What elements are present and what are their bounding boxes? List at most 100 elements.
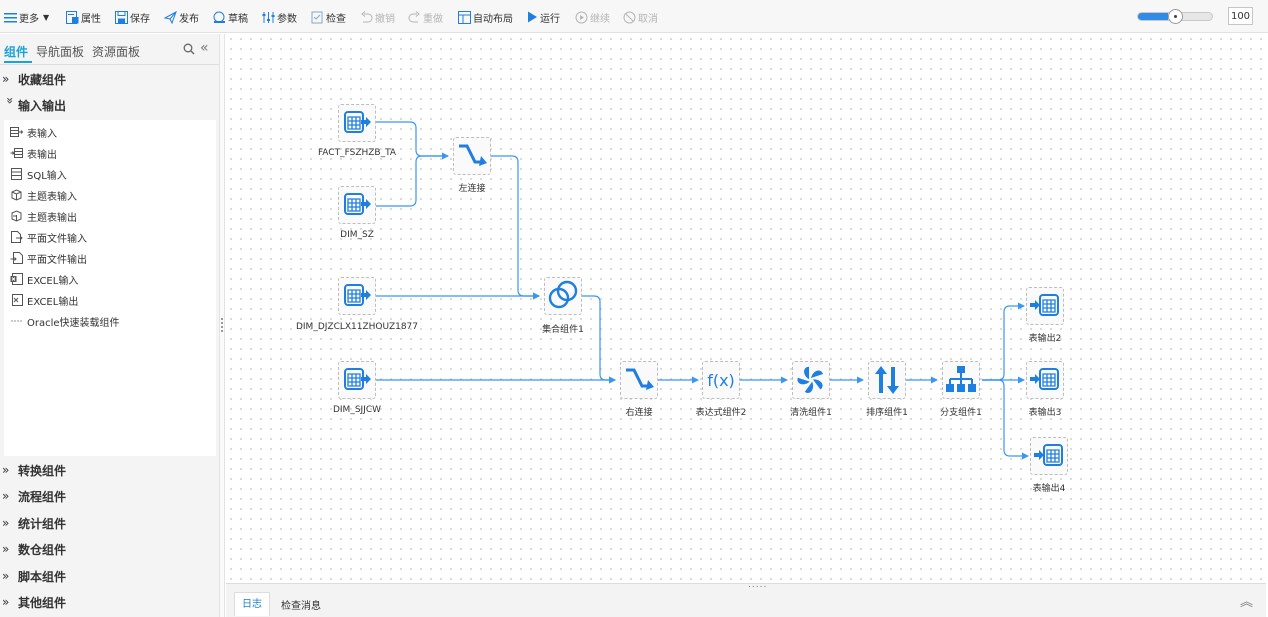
group-transform[interactable]: » 转换组件: [0, 457, 219, 483]
redo-button[interactable]: 重做: [408, 9, 443, 25]
node-branch[interactable]: [942, 361, 980, 399]
node-sort[interactable]: [868, 361, 906, 399]
splitter-grip: [221, 318, 223, 320]
list-item-label: 表输入: [27, 128, 57, 140]
node-label-clean: 清洗组件1: [790, 408, 832, 418]
file-output-icon: [10, 252, 23, 264]
node-fact-fszhzb[interactable]: [338, 104, 376, 142]
oracle-icon: [11, 320, 22, 322]
list-item-oracle-fast-load[interactable]: Oracle快速装载组件: [10, 312, 120, 330]
node-label-expression: 表达式组件2: [695, 408, 747, 418]
cube-output-icon: [11, 210, 22, 222]
toolbar: 更多 ▼ 属性 保存 发布 草稿 参数 检查 撤销 重做 自动布局 运行: [0, 0, 1268, 33]
zoom-slider-fill: [1138, 13, 1169, 20]
excel-output-icon: [12, 294, 23, 306]
list-item-table-output[interactable]: 表输出: [10, 144, 57, 162]
group-label: 收藏组件: [18, 72, 67, 87]
sort-arrows-icon: [875, 366, 899, 394]
node-dim-sz[interactable]: [338, 186, 376, 224]
node-table-output-2[interactable]: [1026, 287, 1064, 325]
node-label-set-component: 集合组件1: [542, 325, 584, 335]
panel-splitter[interactable]: [219, 34, 225, 617]
edge-leftjoin-to-set: [484, 155, 540, 300]
splitter-grip: [221, 330, 223, 332]
node-expression[interactable]: f(x): [702, 361, 740, 399]
node-right-join[interactable]: [620, 361, 658, 399]
edge-dimsz-to-leftjoin: [376, 155, 448, 207]
group-script[interactable]: » 脚本组件: [0, 563, 219, 589]
chevron-right-icon: »: [2, 489, 10, 503]
tab-resources[interactable]: 资源面板: [92, 45, 141, 59]
table-input-icon: [344, 284, 371, 306]
zoom-slider-handle[interactable]: [1168, 9, 1183, 24]
undo-button[interactable]: 撤销: [360, 9, 395, 25]
collapse-panel-icon[interactable]: «: [200, 40, 209, 56]
group-other[interactable]: » 其他组件: [0, 589, 219, 615]
more-menu-button[interactable]: 更多 ▼: [4, 9, 49, 25]
list-item-topic-table-input[interactable]: 主题表输入: [10, 186, 77, 204]
flow-canvas[interactable]: FACT_FSZHZB_TA DIM_SZ DIM_DJZCLX11ZHOUZ1…: [226, 34, 1266, 583]
save-button[interactable]: 保存: [115, 9, 150, 25]
group-stats[interactable]: » 统计组件: [0, 510, 219, 536]
io-component-list: 表输入 表输出 SQL输入 主题表输入 主题表输出 平面文件输入 平面文件输出: [4, 120, 216, 456]
group-flow[interactable]: » 流程组件: [0, 483, 219, 509]
group-warehouse[interactable]: » 数仓组件: [0, 536, 219, 562]
hierarchy-icon: [946, 366, 976, 392]
zoom-input[interactable]: 100: [1228, 7, 1253, 25]
list-item-topic-table-output[interactable]: 主题表输出: [10, 207, 77, 225]
node-label-right-join: 右连接: [625, 408, 653, 418]
tab-components[interactable]: 组件: [4, 45, 29, 59]
list-item-label: 平面文件输出: [27, 254, 87, 266]
tab-navigation[interactable]: 导航面板: [36, 45, 85, 59]
node-label-dim-sjjcw: DIM_SJJCW: [332, 405, 382, 415]
list-item-excel-output[interactable]: EXCEL输出: [10, 291, 78, 309]
group-label: 输入输出: [18, 98, 67, 113]
node-table-output-3[interactable]: [1026, 361, 1064, 399]
table-input-icon: [344, 368, 371, 390]
run-button[interactable]: 运行: [527, 9, 560, 25]
list-item-table-input[interactable]: 表输入: [10, 123, 57, 141]
expand-up-icon[interactable]: ︽: [1240, 595, 1254, 610]
params-button[interactable]: 参数: [262, 9, 297, 25]
svg-text:f(x): f(x): [707, 371, 735, 390]
node-dim-sjjcw[interactable]: [338, 361, 376, 399]
publish-button[interactable]: 发布: [164, 9, 199, 25]
save-label: 保存: [130, 13, 150, 25]
list-item-flat-file-input[interactable]: 平面文件输入: [10, 228, 87, 246]
right-join-icon: [626, 368, 654, 390]
paper-plane-icon: [164, 10, 177, 24]
continue-button[interactable]: 继续: [575, 9, 610, 25]
node-clean[interactable]: [792, 361, 830, 399]
continue-icon: [575, 11, 588, 23]
group-favorites[interactable]: » 收藏组件: [0, 66, 219, 92]
check-button[interactable]: 检查: [311, 9, 346, 25]
cancel-button[interactable]: 取消: [623, 9, 658, 25]
cube-icon: [11, 189, 22, 201]
properties-button[interactable]: 属性: [66, 9, 101, 25]
node-left-join[interactable]: [453, 137, 491, 175]
list-item-flat-file-output[interactable]: 平面文件输出: [10, 249, 87, 267]
bottom-panel: [226, 583, 1266, 617]
draft-icon: [213, 11, 225, 23]
group-io[interactable]: » 输入输出: [0, 92, 219, 118]
chevron-right-icon: »: [2, 463, 10, 477]
draft-button[interactable]: 草稿: [213, 9, 248, 25]
node-label-dim-sz: DIM_SZ: [340, 230, 374, 240]
auto-layout-button[interactable]: 自动布局: [458, 9, 513, 25]
node-set-component[interactable]: [544, 277, 582, 315]
node-table-output-4[interactable]: [1030, 437, 1068, 475]
tab-log[interactable]: 日志: [234, 592, 270, 616]
list-item-label: 表输出: [27, 149, 57, 161]
table-output-icon: [1030, 368, 1059, 390]
list-item-sql-input[interactable]: SQL输入: [10, 165, 67, 183]
bottom-panel-resize-handle[interactable]: .....: [748, 580, 768, 590]
list-item-excel-input[interactable]: EXCEL输入: [10, 270, 78, 288]
list-item-label: EXCEL输出: [27, 296, 79, 308]
search-icon[interactable]: [183, 43, 195, 55]
properties-icon: [66, 10, 79, 24]
node-dim-djzclx[interactable]: [338, 277, 376, 315]
sliders-icon: [262, 11, 275, 23]
tab-check-messages[interactable]: 检查消息: [281, 601, 321, 612]
excel-input-icon: [10, 273, 23, 285]
group-label: 统计组件: [18, 516, 67, 531]
